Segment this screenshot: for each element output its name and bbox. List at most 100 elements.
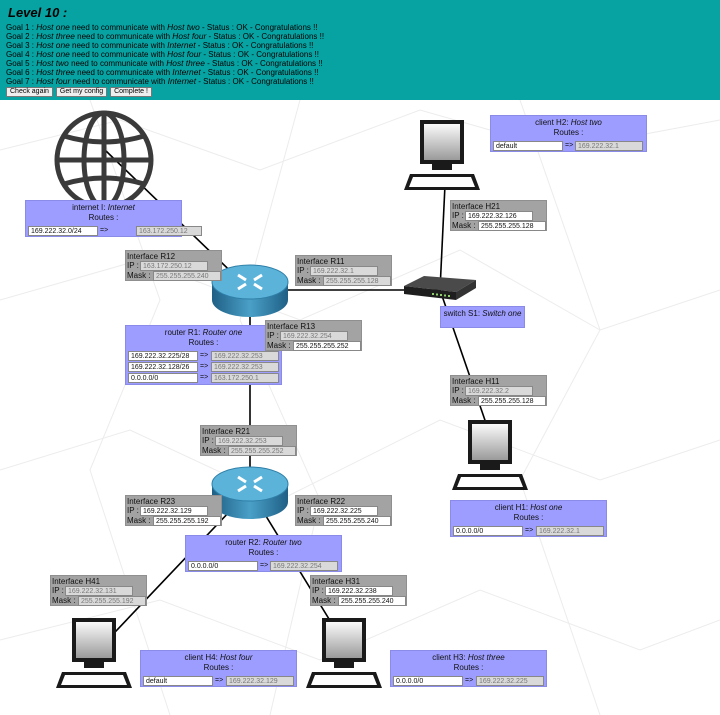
mask-field[interactable]: 255.255.255.252 xyxy=(228,446,296,456)
globe-icon[interactable] xyxy=(52,108,156,212)
switch-icon[interactable] xyxy=(402,272,478,304)
mask-field[interactable]: 255.255.255.240 xyxy=(153,271,221,281)
interface-title: Interface H21 xyxy=(452,202,501,211)
node-type: switch S1: xyxy=(443,309,483,318)
route-arrow: => xyxy=(565,142,574,149)
route-destination-field[interactable]: default xyxy=(143,676,213,686)
mask-label: Mask : xyxy=(127,271,151,280)
node-title: router R2: Router two xyxy=(186,538,341,548)
mask-field[interactable]: 255.255.255.240 xyxy=(338,596,406,606)
route-destination-field[interactable]: 169.222.32.128/26 xyxy=(128,362,198,372)
node-name: Host one xyxy=(530,503,563,512)
mask-label: Mask : xyxy=(267,341,291,350)
route-gateway-field[interactable]: 169.222.32.253 xyxy=(211,362,279,372)
router-icon[interactable] xyxy=(210,464,290,522)
computer-icon[interactable] xyxy=(450,418,530,492)
route-gateway-field[interactable]: 163.172.250.12 xyxy=(136,226,202,236)
ip-field[interactable]: 169.222.32.2 xyxy=(465,386,533,396)
route-destination-field[interactable]: 0.0.0.0/0 xyxy=(188,561,258,571)
goal-prefix: Goal 7 : xyxy=(6,77,37,86)
node-name: Router two xyxy=(263,538,302,547)
route-destination-field[interactable]: 0.0.0.0/0 xyxy=(453,526,523,536)
ip-field[interactable]: 169.222.32.1 xyxy=(310,266,378,276)
node-name: Host two xyxy=(570,118,602,127)
route-destination-field[interactable]: 169.222.32.225/28 xyxy=(128,351,198,361)
routes-label: Routes : xyxy=(188,338,219,347)
node-type: client H2: xyxy=(535,118,571,127)
route-gateway-field[interactable]: 169.222.32.129 xyxy=(226,676,294,686)
ip-field[interactable]: 163.172.250.12 xyxy=(140,261,208,271)
node-title: router R1: Router one xyxy=(126,328,281,338)
routes-label: Routes : xyxy=(203,663,234,672)
ip-field[interactable]: 169.222.32.254 xyxy=(280,331,348,341)
node-type: router R2: xyxy=(225,538,264,547)
computer-icon[interactable] xyxy=(402,118,482,192)
mask-field[interactable]: 255.255.255.128 xyxy=(478,221,546,231)
goal-source: Host two xyxy=(36,58,69,68)
mask-field[interactable]: 255.255.255.192 xyxy=(153,516,221,526)
mask-field[interactable]: 255.255.255.128 xyxy=(323,276,391,286)
ip-label: IP : xyxy=(202,436,214,445)
route-destination-field[interactable]: default xyxy=(493,141,563,151)
interface-title: Interface R21 xyxy=(202,427,251,436)
mask-label: Mask : xyxy=(127,516,151,525)
ip-label: IP : xyxy=(297,266,309,275)
goal-row: Goal 4 : Host one need to communicate wi… xyxy=(6,50,720,60)
route-destination-field[interactable]: 0.0.0.0/0 xyxy=(393,676,463,686)
route-gateway-field[interactable]: 169.222.32.254 xyxy=(270,561,338,571)
goal-row: Goal 2 : Host three need to communicate … xyxy=(6,32,720,42)
check-again-button[interactable]: Check again xyxy=(6,87,53,97)
ip-field[interactable]: 169.222.32.225 xyxy=(310,506,378,516)
interface-title: Interface R23 xyxy=(127,497,176,506)
ip-field[interactable]: 169.222.32.238 xyxy=(325,586,393,596)
node-name: Internet xyxy=(107,203,135,212)
interface-title: Interface H31 xyxy=(312,577,361,586)
goal-prefix: Goal 2 : xyxy=(6,32,37,41)
route-gateway-field[interactable]: 169.222.32.225 xyxy=(476,676,544,686)
computer-icon[interactable] xyxy=(304,616,384,690)
interface-title: Interface R11 xyxy=(297,257,345,266)
ip-field[interactable]: 169.222.32.126 xyxy=(465,211,533,221)
route-gateway-field[interactable]: 169.222.32.1 xyxy=(536,526,604,536)
route-arrow: => xyxy=(260,562,269,569)
ip-field[interactable]: 169.222.32.253 xyxy=(215,436,283,446)
goal-target: Internet xyxy=(172,67,201,77)
goals-header: Level 10 : Goal 1 : Host one need to com… xyxy=(0,0,720,100)
route-destination-field[interactable]: 0.0.0.0/0 xyxy=(128,373,198,383)
goal-source: Host one xyxy=(36,40,70,50)
route-destination-field[interactable]: 169.222.32.0/24 xyxy=(28,226,98,236)
node-name: Host four xyxy=(220,653,253,662)
ip-field[interactable]: 169.222.32.129 xyxy=(140,506,208,516)
computer-icon[interactable] xyxy=(54,616,134,690)
routes-label: Routes : xyxy=(453,663,484,672)
route-gateway-field[interactable]: 169.222.32.253 xyxy=(211,351,279,361)
goal-row: Goal 1 : Host one need to communicate wi… xyxy=(6,23,720,33)
route-arrow: => xyxy=(100,227,109,234)
route-gateway-field[interactable]: 163.172.250.1 xyxy=(211,373,279,383)
router-icon[interactable] xyxy=(210,262,290,320)
mask-field[interactable]: 255.255.255.240 xyxy=(323,516,391,526)
complete-button[interactable]: Complete ! xyxy=(110,87,152,97)
node-title: switch S1: Switch one xyxy=(441,309,524,319)
routes-label: Routes : xyxy=(553,128,584,137)
route-arrow: => xyxy=(200,352,209,359)
route-gateway-field[interactable]: 169.222.32.1 xyxy=(575,141,643,151)
goal-status: - Status : OK - Congratulations !! xyxy=(195,41,314,50)
mask-label: Mask : xyxy=(52,596,76,605)
mask-field[interactable]: 255.255.255.252 xyxy=(293,341,361,351)
get-config-button[interactable]: Get my config xyxy=(55,87,108,97)
ip-label: IP : xyxy=(127,506,139,515)
mask-field[interactable]: 255.255.255.128 xyxy=(478,396,546,406)
link-switch1-host2 xyxy=(439,184,446,291)
mask-field[interactable]: 255.255.255.192 xyxy=(78,596,146,606)
ip-field[interactable]: 169.222.32.131 xyxy=(65,586,133,596)
